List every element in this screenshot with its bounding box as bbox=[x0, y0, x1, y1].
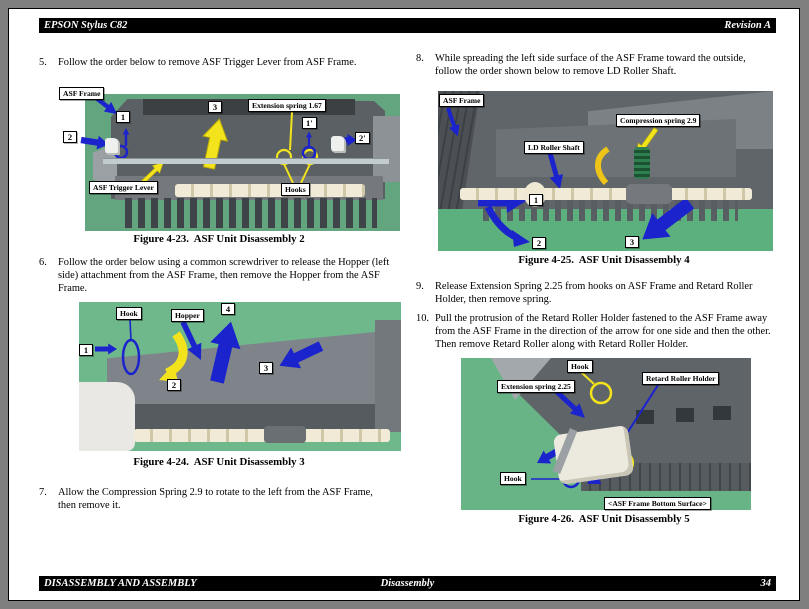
blue-arrow-step1 bbox=[122, 128, 130, 146]
header-product-title: EPSON Stylus C82 bbox=[44, 20, 128, 31]
step-8: 8. While spreading the left side surface… bbox=[416, 52, 774, 78]
step-5-text: Follow the order below to remove ASF Tri… bbox=[58, 57, 357, 68]
step-7-number: 7. bbox=[39, 487, 47, 498]
step-5: 5. Follow the order below to remove ASF … bbox=[39, 56, 391, 69]
yellow-ribbon-shape bbox=[595, 146, 610, 186]
label-compression-spring-29: Compression spring 2.9 bbox=[616, 114, 701, 127]
label-extension-spring-167: Extension spring 1.67 bbox=[248, 99, 326, 112]
step-8-text: While spreading the left side surface of… bbox=[435, 53, 746, 77]
trigger-lever-rod-shape bbox=[103, 158, 389, 164]
footer-section-title: DISASSEMBLY AND ASSEMBLY bbox=[44, 578, 197, 589]
blue-curved-arrowhead-step2 bbox=[512, 230, 530, 247]
step-6-text: Follow the order below using a common sc… bbox=[58, 257, 390, 294]
blue-arrow-step4 bbox=[201, 318, 247, 386]
footer-subsection-title: Disassembly bbox=[380, 578, 435, 589]
label-hook-bottom: Hook bbox=[500, 472, 526, 485]
white-lever-end-left bbox=[105, 138, 120, 155]
right-edge-shape bbox=[375, 320, 401, 432]
label-ld-roller-shaft: LD Roller Shaft bbox=[524, 141, 584, 154]
callout-number-2-prime: 2' bbox=[355, 132, 370, 144]
white-lever-end-right bbox=[331, 136, 346, 153]
comb-teeth-shape bbox=[125, 198, 377, 228]
fig24-annotation-overlay bbox=[95, 318, 326, 386]
blue-arrow-step1 bbox=[95, 343, 117, 355]
label-asf-frame-bottom-surface: <ASF Frame Bottom Surface> bbox=[604, 497, 711, 510]
fig23-annotation-overlay bbox=[79, 89, 357, 187]
callout-number-1: 1 bbox=[79, 344, 93, 356]
header-revision: Revision A bbox=[724, 20, 771, 31]
frame-slot-shape bbox=[713, 406, 731, 420]
step-10: 10. Pull the protrusion of the Retard Ro… bbox=[416, 312, 774, 351]
dark-roller-shape bbox=[264, 426, 306, 443]
asf-frame-right-shape bbox=[373, 116, 400, 182]
callout-number-2: 2 bbox=[532, 237, 546, 249]
step-10-number: 10. bbox=[416, 313, 429, 324]
callout-number-2: 2 bbox=[167, 379, 181, 391]
blue-arrow-asf-frame bbox=[442, 106, 463, 139]
callout-number-3: 3 bbox=[625, 236, 639, 248]
step-7-text: Allow the Compression Spring 2.9 to rota… bbox=[58, 487, 373, 511]
roller-shaft-shape bbox=[134, 429, 390, 442]
manual-page: EPSON Stylus C82 Revision A 5. Follow th… bbox=[8, 8, 800, 601]
footer-page-number: 34 bbox=[760, 578, 772, 589]
step-9-text: Release Extension Spring 2.25 from hooks… bbox=[435, 281, 753, 305]
callout-number-2: 2 bbox=[63, 131, 77, 143]
label-hook-top: Hook bbox=[567, 360, 593, 373]
label-hooks: Hooks bbox=[281, 183, 310, 196]
ld-roller-shape bbox=[626, 184, 672, 204]
page-header-bar: EPSON Stylus C82 Revision A bbox=[39, 18, 776, 33]
label-asf-frame: ASF Frame bbox=[439, 94, 485, 107]
white-cloth-shape bbox=[79, 382, 135, 451]
step-9: 9. Release Extension Spring 2.25 from ho… bbox=[416, 280, 774, 306]
yellow-curved-arrow-step2 bbox=[164, 331, 188, 378]
step-10-text: Pull the protrusion of the Retard Roller… bbox=[435, 313, 771, 350]
yellow-circle-hook-top bbox=[589, 381, 613, 405]
yellow-leader-hooks-right bbox=[300, 163, 311, 184]
figure-4-24-caption: Figure 4-24. ASF Unit Disassembly 3 bbox=[133, 456, 305, 468]
label-hook: Hook bbox=[116, 307, 142, 320]
fig25-annotation-overlay bbox=[442, 106, 700, 252]
figure-4-25-caption: Figure 4-25. ASF Unit Disassembly 4 bbox=[518, 254, 690, 266]
step-6: 6. Follow the order below using a common… bbox=[39, 256, 391, 295]
label-extension-spring-225: Extension spring 2.25 bbox=[497, 380, 575, 393]
figure-4-25-photo: ASF Frame Compression spring 2.9 LD Roll… bbox=[438, 91, 773, 252]
compression-spring-shape bbox=[634, 147, 650, 179]
label-hopper: Hopper bbox=[171, 309, 204, 322]
blue-leader-hook bbox=[129, 318, 132, 342]
figure-4-26-photo: Hook Extension spring 2.25 Retard Roller… bbox=[461, 358, 751, 510]
frame-slot-shape bbox=[676, 408, 694, 422]
callout-number-3: 3 bbox=[208, 101, 222, 113]
figure-4-24-photo: Hook Hopper 1 2 3 4 bbox=[79, 302, 401, 451]
yellow-leader-hooks-left bbox=[283, 163, 294, 184]
label-asf-trigger-lever: ASF Trigger Lever bbox=[89, 181, 158, 194]
yellow-leader-extension-spring bbox=[289, 111, 293, 151]
callout-number-1: 1 bbox=[116, 111, 130, 123]
step-5-number: 5. bbox=[39, 57, 47, 68]
callout-number-3: 3 bbox=[259, 362, 273, 374]
step-9-number: 9. bbox=[416, 281, 424, 292]
figure-4-23-photo: ASF Frame Extension spring 1.67 ASF Trig… bbox=[59, 87, 400, 231]
blue-arrow-step1-prime bbox=[305, 131, 313, 148]
step-7: 7. Allow the Compression Spring 2.9 to r… bbox=[39, 486, 391, 512]
yellow-leader-hook-top bbox=[580, 371, 595, 385]
figure-4-23-caption: Figure 4-23. ASF Unit Disassembly 2 bbox=[133, 233, 305, 245]
callout-number-1-prime: 1' bbox=[302, 117, 317, 129]
yellow-curved-arrowhead bbox=[159, 364, 178, 382]
blue-arrow-step3 bbox=[274, 335, 326, 377]
label-retard-roller-holder: Retard Roller Holder bbox=[642, 372, 720, 385]
page-footer-bar: DISASSEMBLY AND ASSEMBLY Disassembly 34 bbox=[39, 576, 776, 591]
callout-number-1: 1 bbox=[529, 194, 543, 206]
blue-ellipse-hook bbox=[121, 338, 141, 376]
ld-roller-shaft-shape bbox=[460, 188, 752, 200]
callout-number-4: 4 bbox=[221, 303, 235, 315]
lower-body-shape bbox=[107, 404, 385, 432]
label-asf-frame: ASF Frame bbox=[59, 87, 105, 100]
step-8-number: 8. bbox=[416, 53, 424, 64]
step-6-number: 6. bbox=[39, 257, 47, 268]
roller-shaft-shape bbox=[175, 184, 365, 197]
blue-arrow-ld-roller-shaft bbox=[543, 151, 567, 191]
figure-4-26-caption: Figure 4-26. ASF Unit Disassembly 5 bbox=[518, 513, 690, 525]
